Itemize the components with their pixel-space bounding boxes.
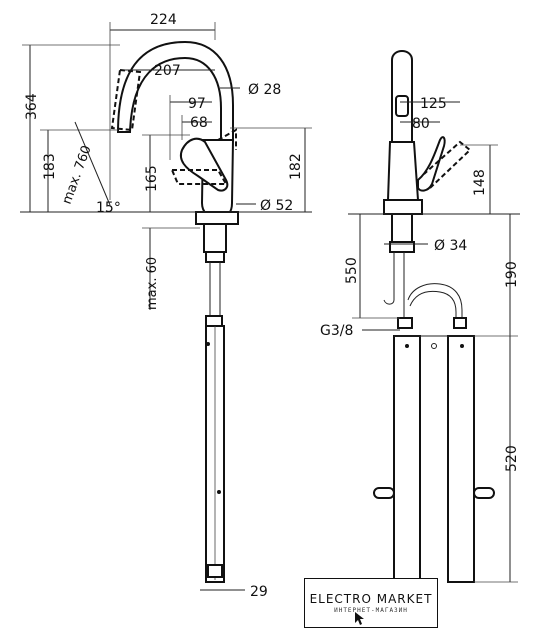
label-15deg: 15° xyxy=(96,200,121,216)
logo-name: ELECTRO MARKET xyxy=(309,592,433,606)
box-bolt-left xyxy=(405,344,409,348)
label-29: 29 xyxy=(250,584,268,600)
front-fitting xyxy=(397,317,413,329)
label-g38: G3/8 xyxy=(320,323,353,339)
lever-dashed xyxy=(170,169,228,185)
spray-button xyxy=(395,95,409,117)
box-bolt-right xyxy=(460,344,464,348)
supply-box-left xyxy=(393,335,421,583)
supply-box-right xyxy=(447,335,475,583)
label-207: 207 xyxy=(154,63,181,79)
label-182: 182 xyxy=(288,153,304,180)
store-logo[interactable]: ELECTRO MARKET ИНТЕРНЕТ-МАГАЗИН xyxy=(304,578,438,628)
front-lever xyxy=(417,136,446,192)
label-60: max. 60 xyxy=(145,257,160,310)
label-364: 364 xyxy=(24,93,40,120)
label-125: 125 xyxy=(420,96,447,112)
connector-fitting xyxy=(453,317,467,329)
dim-line-760 xyxy=(74,121,111,206)
spout-arc xyxy=(116,40,234,141)
shank-nut xyxy=(205,251,225,263)
hose-fitting xyxy=(205,315,223,327)
left-view: 224 207 Ø 28 97 68 364 183 max. 760 15° … xyxy=(20,12,312,600)
label-97: 97 xyxy=(188,96,206,112)
supply-column-foot xyxy=(207,564,223,578)
front-base xyxy=(383,199,423,215)
label-52: Ø 52 xyxy=(260,198,293,214)
logo-subtitle: ИНТЕРНЕТ-МАГАЗИН xyxy=(334,607,408,614)
connector-hose-outer xyxy=(409,290,457,320)
wall-clip-right xyxy=(473,487,495,499)
label-68: 68 xyxy=(190,115,208,131)
label-165: 165 xyxy=(144,165,160,192)
front-shank xyxy=(391,213,413,243)
label-550: 550 xyxy=(344,257,360,284)
label-224: 224 xyxy=(150,12,177,28)
mouse-cursor-icon xyxy=(355,612,364,625)
label-148: 148 xyxy=(472,169,488,196)
column-bolt-1 xyxy=(206,342,210,346)
wall-clip-left xyxy=(373,487,395,499)
label-183: 183 xyxy=(42,153,58,180)
right-view: 125 80 148 Ø 34 550 190 G3/8 520 xyxy=(320,50,520,583)
box-hole xyxy=(431,343,437,349)
shank-top xyxy=(203,223,227,253)
label-520: 520 xyxy=(504,445,520,472)
connector-hose xyxy=(407,283,463,320)
label-760: max. 760 xyxy=(60,144,95,207)
label-28: Ø 28 xyxy=(248,82,281,98)
base-flange xyxy=(195,211,239,225)
column-bolt-2 xyxy=(217,490,221,494)
label-80: 80 xyxy=(412,116,430,132)
label-190: 190 xyxy=(504,261,520,288)
lever-dashed-upper xyxy=(217,128,237,150)
front-nut xyxy=(389,241,415,253)
lever xyxy=(179,137,229,192)
label-34: Ø 34 xyxy=(434,238,467,254)
front-hose-left xyxy=(383,252,395,305)
front-lever-dashed xyxy=(423,140,472,189)
front-body xyxy=(386,141,420,201)
